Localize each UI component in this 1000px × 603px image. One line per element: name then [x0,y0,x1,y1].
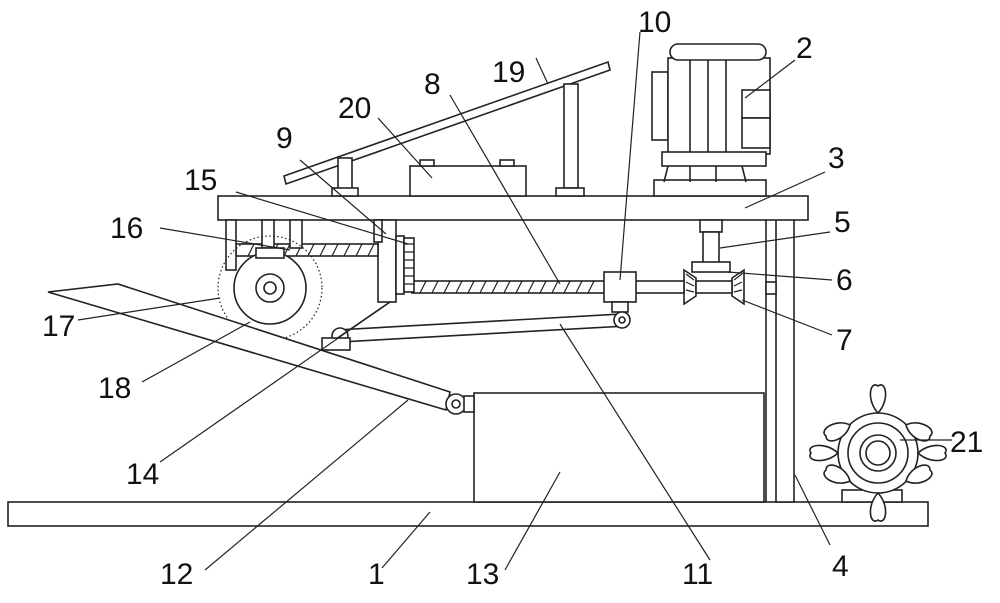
control-box [409,159,527,197]
label-1: 1 [368,558,385,591]
leader-lines [77,31,952,571]
bearing [765,281,777,295]
support-column [765,217,795,503]
label-20: 20 [338,92,371,125]
bevel-gears [683,268,745,306]
label-10: 10 [638,6,671,39]
label-6: 6 [836,264,853,297]
label-3: 3 [828,142,845,175]
solar-panel [283,60,611,197]
label-19: 19 [492,56,525,89]
top-plate [217,195,809,221]
fan [809,384,947,522]
label-8: 8 [424,68,441,101]
label-2: 2 [796,32,813,65]
label-16: 16 [110,212,143,245]
slider-block [603,271,637,313]
label-17: 17 [42,310,75,343]
gear-bracket [691,219,731,273]
label-5: 5 [834,206,851,239]
lead-screw [411,280,685,294]
label-4: 4 [832,550,849,583]
small-gear [403,237,415,293]
hangers [225,219,383,271]
inclined-panel [47,283,475,415]
motor [651,43,771,197]
label-13: 13 [466,558,499,591]
collecting-box [473,392,765,503]
label-18: 18 [98,372,131,405]
brush-roller [217,235,323,341]
base-plate [7,501,929,527]
label-11: 11 [682,558,713,591]
part-labels: 1 2 3 4 5 6 7 8 9 10 11 12 13 14 15 16 1… [42,6,983,591]
label-9: 9 [276,122,293,155]
label-14: 14 [126,458,159,491]
label-21: 21 [950,426,983,459]
label-12: 12 [160,558,193,591]
label-7: 7 [836,324,853,357]
label-15: 15 [184,164,217,197]
connecting-rod [331,311,631,345]
